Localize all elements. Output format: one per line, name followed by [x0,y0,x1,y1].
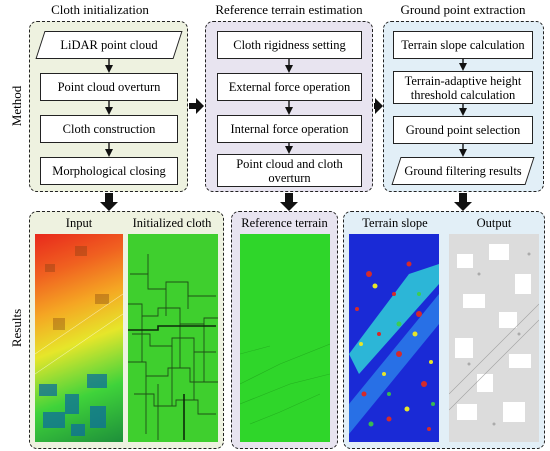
lidar-point-cloud-box: LiDAR point cloud [35,31,183,59]
initialized-cloth-image [128,234,218,442]
column-title-ground-point-extraction: Ground point extraction [400,2,526,17]
output-image [449,234,539,442]
input-point-cloud-image [35,234,123,442]
initialized-cloth-image-label: Initialized cloth [132,216,212,230]
point-cloud-overturn-box: Point cloud overturn [40,73,178,101]
output-image-label: Output [476,216,512,230]
ground-filtering-results-label: Ground filtering results [404,163,522,178]
column-title-cloth-initialization: Cloth initialization [51,2,149,17]
external-force-operation-box: External force operation [217,73,362,101]
terrain-adaptive-height-threshold-box: Terrain-adaptive height threshold calcul… [393,71,533,104]
arrow-down-icon [454,193,472,211]
arrow-down-icon [100,193,118,211]
terrain-slope-image [349,234,439,442]
cloth-rigidness-setting-box: Cloth rigidness setting [217,31,362,59]
lidar-point-cloud-label: LiDAR point cloud [60,37,158,52]
point-cloud-and-cloth-overturn-box: Point cloud and cloth overturn [217,154,362,187]
terrain-slope-calculation-box: Terrain slope calculation [393,31,533,59]
morphological-closing-box: Morphological closing [40,157,178,185]
arrow-right-icon [189,98,204,114]
input-image-label: Input [65,216,93,230]
column-title-reference-terrain-estimation: Reference terrain estimation [215,2,363,17]
terrain-slope-image-label: Terrain slope [362,216,428,230]
internal-force-operation-box: Internal force operation [217,115,362,143]
arrow-right-icon [373,98,383,114]
ground-point-selection-box: Ground point selection [393,116,533,144]
arrow-down-icon [280,193,298,211]
ground-filtering-results-box: Ground filtering results [391,157,535,185]
reference-terrain-image [240,234,330,442]
reference-terrain-image-label: Reference terrain [241,216,328,230]
cloth-construction-box: Cloth construction [40,115,178,143]
